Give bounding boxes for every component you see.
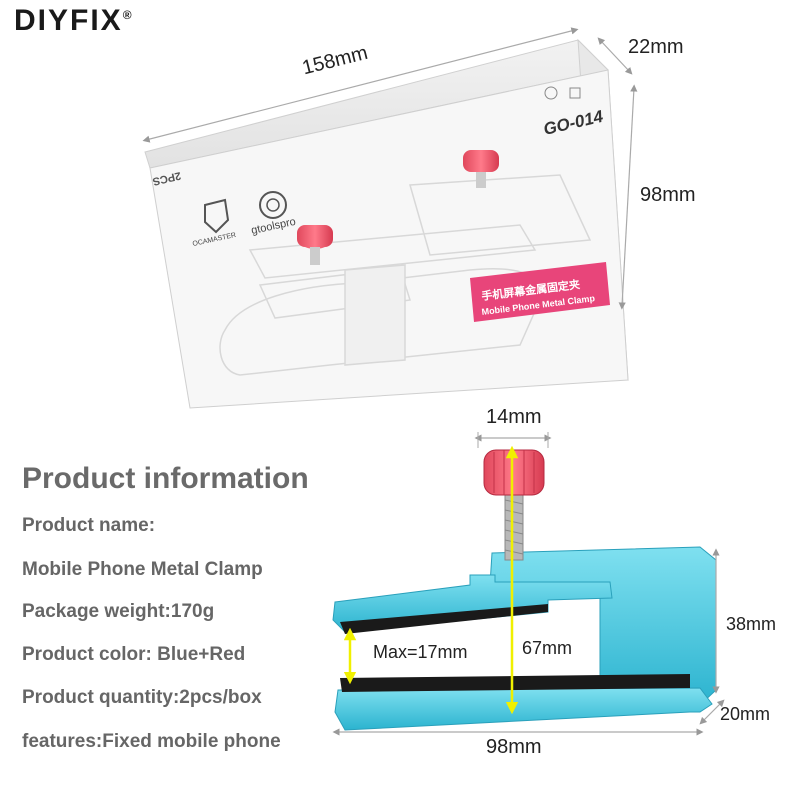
clamp-height-label: 38mm [726, 614, 777, 634]
box-banner [470, 262, 610, 322]
product-box [144, 38, 629, 409]
info-line-product-name: Product name: [22, 515, 156, 536]
metal-clamp [332, 449, 717, 731]
clamp-depth-label: 20mm [720, 704, 771, 724]
box-knob-right [463, 150, 499, 172]
gtoolspro-logo-icon [259, 191, 287, 219]
clamp-max-label: Max=17mm [373, 642, 468, 662]
info-line-product-name-value: Mobile Phone Metal Clamp [22, 559, 263, 580]
box-clamp-sketch [219, 174, 592, 376]
info-line-product-quantity: Product quantity:2pcs/box [22, 687, 262, 708]
dim-line-box-height [618, 84, 638, 310]
product-info-title: Product information [22, 462, 309, 495]
info-line-package-weight: Package weight:170g [22, 601, 215, 622]
info-line-product-color: Product color: Blue+Red [22, 644, 246, 665]
box-height-label: 98mm [640, 184, 696, 206]
ocamaster-logo-icon [204, 198, 230, 234]
knob-width-label: 14mm [486, 406, 542, 428]
info-line-features: features:Fixed mobile phone [22, 731, 281, 752]
registered-mark: ® [122, 8, 134, 22]
dim-line-box-length [142, 27, 579, 143]
clamp-length-label: 98mm [486, 736, 542, 758]
clamp-total-label: 67mm [522, 638, 573, 658]
dim-line-clamp-depth [699, 699, 725, 725]
brand-logo: DIYFIX® [14, 4, 134, 38]
dim-line-box-depth [597, 37, 633, 75]
box-depth-label: 22mm [628, 36, 684, 58]
clamp-knob [483, 449, 545, 496]
brand-name: DIYFIX [14, 4, 123, 37]
